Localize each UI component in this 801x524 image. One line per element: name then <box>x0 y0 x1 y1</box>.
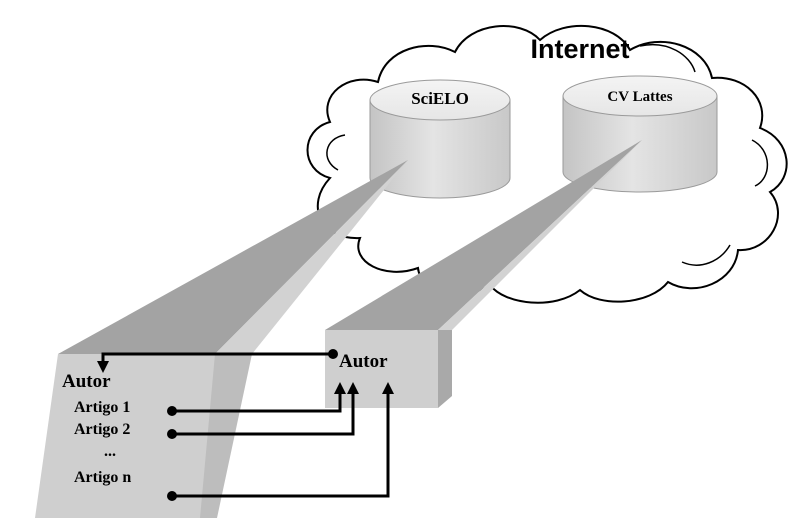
article-1-arrow <box>167 382 346 416</box>
scielo-ellipsis: ... <box>104 443 116 460</box>
scielo-article-2: Artigo 2 <box>74 421 130 438</box>
article-2-arrow <box>167 382 359 439</box>
article-n-arrow <box>167 382 394 501</box>
lattes-beam <box>325 140 642 330</box>
scielo-beam <box>58 160 408 354</box>
author-link-arrow <box>97 349 338 373</box>
cv-lattes-label: CV Lattes <box>607 89 672 105</box>
scielo-panel: Autor Artigo 1 Artigo 2 ... Artigo n <box>35 354 252 518</box>
internet-label: Internet <box>530 34 629 64</box>
scielo-label: SciELO <box>411 89 469 108</box>
scielo-author-label: Autor <box>62 371 111 392</box>
scielo-database: SciELO <box>369 79 511 199</box>
scielo-article-1: Artigo 1 <box>74 399 130 416</box>
scielo-article-n: Artigo n <box>74 469 131 486</box>
lattes-author-label: Autor <box>339 351 388 372</box>
